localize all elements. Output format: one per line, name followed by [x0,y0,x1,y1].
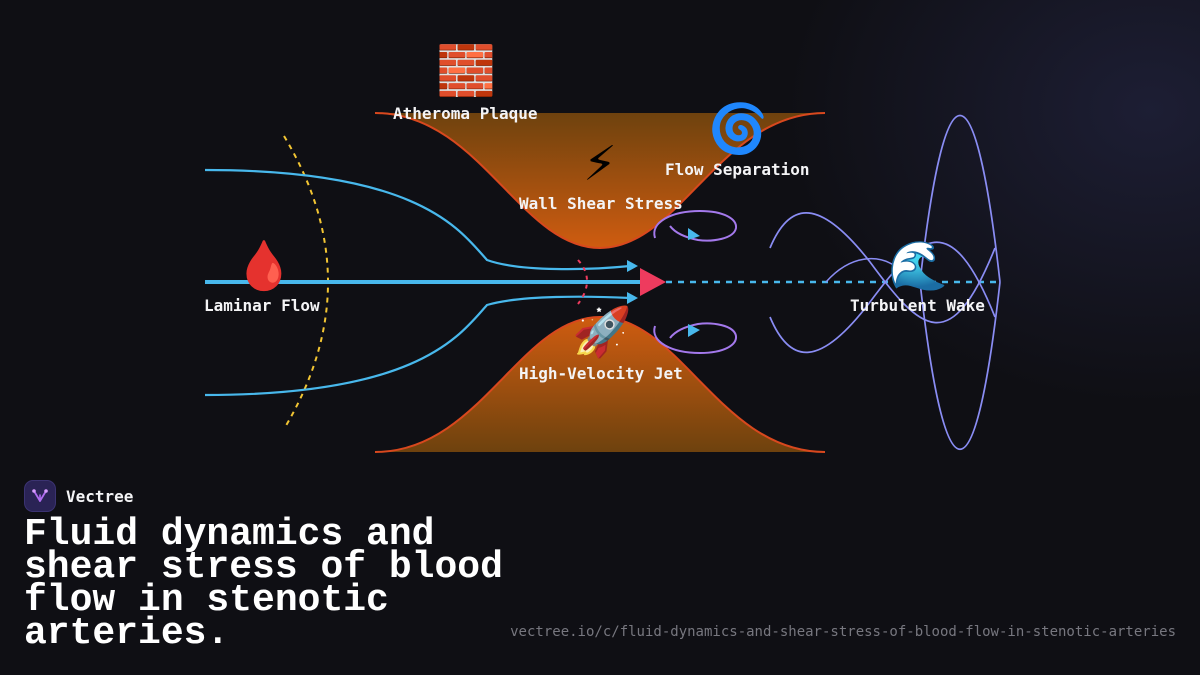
wake-curve-2 [769,241,996,354]
rocket-icon: 🚀 [572,304,632,360]
label-atheroma-plaque: Atheroma Plaque [393,104,538,123]
vectree-logo-icon [24,480,56,512]
wake-curve-4 [919,281,1001,451]
wake-curve-1 [769,212,996,324]
plaque-bottom [375,317,825,452]
wake-curve-3 [919,114,1001,283]
wake-curve-5 [825,257,901,283]
plaque-bottom-outline [374,315,826,453]
brick-icon: 🧱 [436,43,496,99]
brand: Vectree [24,479,133,513]
source-url[interactable]: vectree.io/c/fluid-dynamics-and-shear-st… [510,624,1176,640]
lightning-icon: ⚡ [583,136,617,192]
stenosis-diagram [200,109,1001,456]
vortex-top-arrow [688,228,700,240]
label-flow-separation: Flow Separation [665,160,810,179]
streamline-lower [204,295,631,397]
streamline-upper-arrow [627,260,638,272]
vortex-bottom-arrow [688,324,700,337]
label-turbulent-wake: Turbulent Wake [850,296,985,315]
label-high-velocity-jet: High-Velocity Jet [519,364,683,383]
blood-drop-icon: 🩸 [234,238,294,294]
jet-head [640,268,666,296]
wave-icon: 🌊 [888,238,948,294]
brand-name: Vectree [66,486,134,506]
streamline-upper [204,168,631,271]
label-laminar-flow: Laminar Flow [204,296,320,315]
plaque-top [375,113,825,248]
cyclone-icon: 🌀 [708,101,768,157]
label-wall-shear-stress: Wall Shear Stress [519,194,683,213]
plaque-top-outline [374,112,826,250]
page-title: Fluid dynamics and shear stress of blood… [24,513,503,655]
streamline-lower-arrow [627,292,638,304]
